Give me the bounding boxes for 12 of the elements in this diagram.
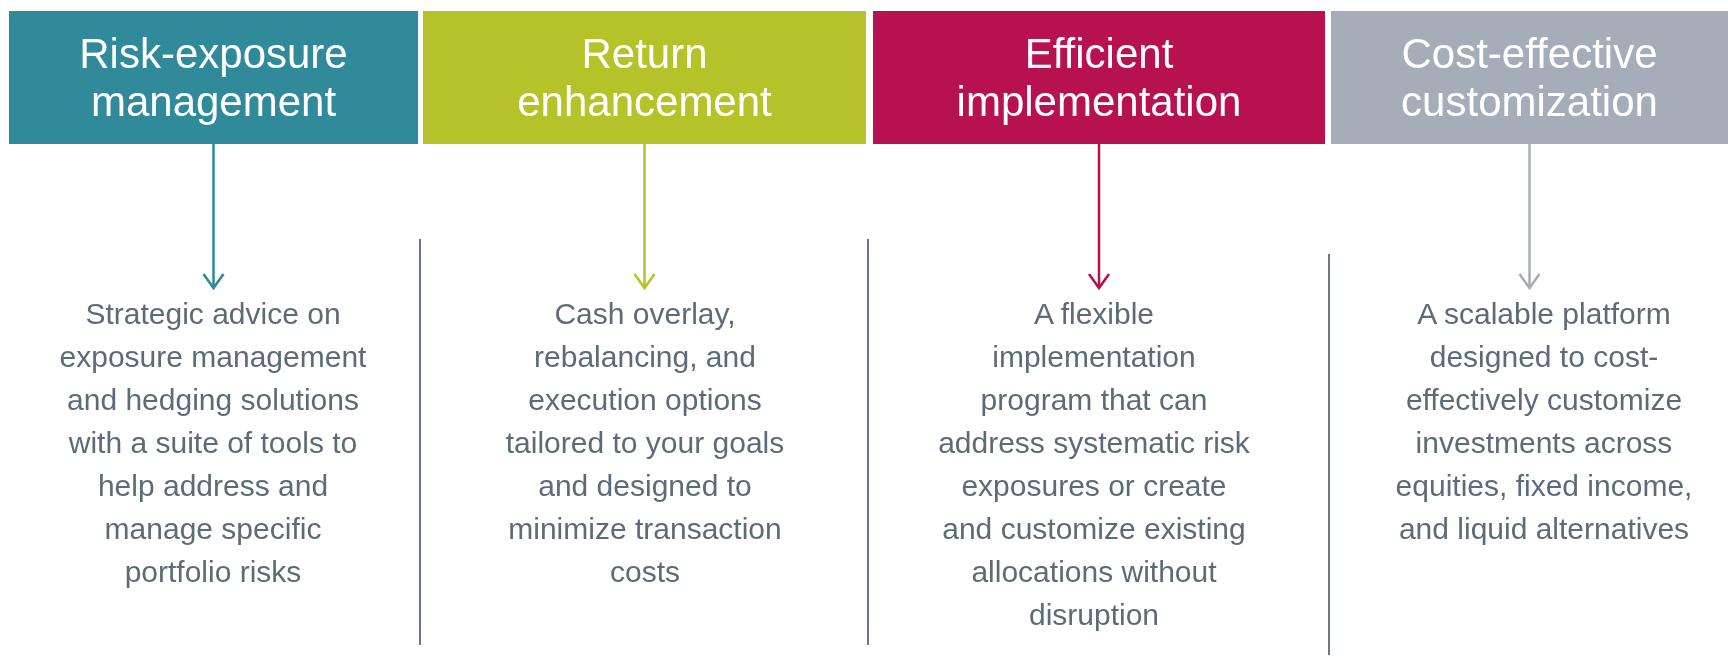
description-text: A scalable platform designed to cost-effectively customize investments across equities, fixed income, and liquid alternatives — [1379, 292, 1709, 550]
arrow — [633, 142, 656, 291]
arrow — [202, 142, 225, 291]
header-box: Return enhancement — [423, 11, 866, 144]
description-text: A flexible implementation program that can address systematic risk exposures or create and customize existing allocations without disruption — [934, 292, 1254, 636]
arrow — [1518, 142, 1541, 291]
arrow — [1087, 142, 1111, 291]
header-box: Cost-effective customization — [1331, 11, 1728, 144]
description-text: Cash overlay, rebalancing, and execution options tailored to your goals and designed to minimize transaction costs — [490, 292, 800, 593]
header-box: Risk-exposure management — [9, 11, 418, 144]
header-box: Efficient implementation — [873, 11, 1325, 144]
description-text: Strategic advice on exposure management and hedging solutions with a suite of tools to help address and manage specific portfolio risks — [48, 292, 378, 593]
